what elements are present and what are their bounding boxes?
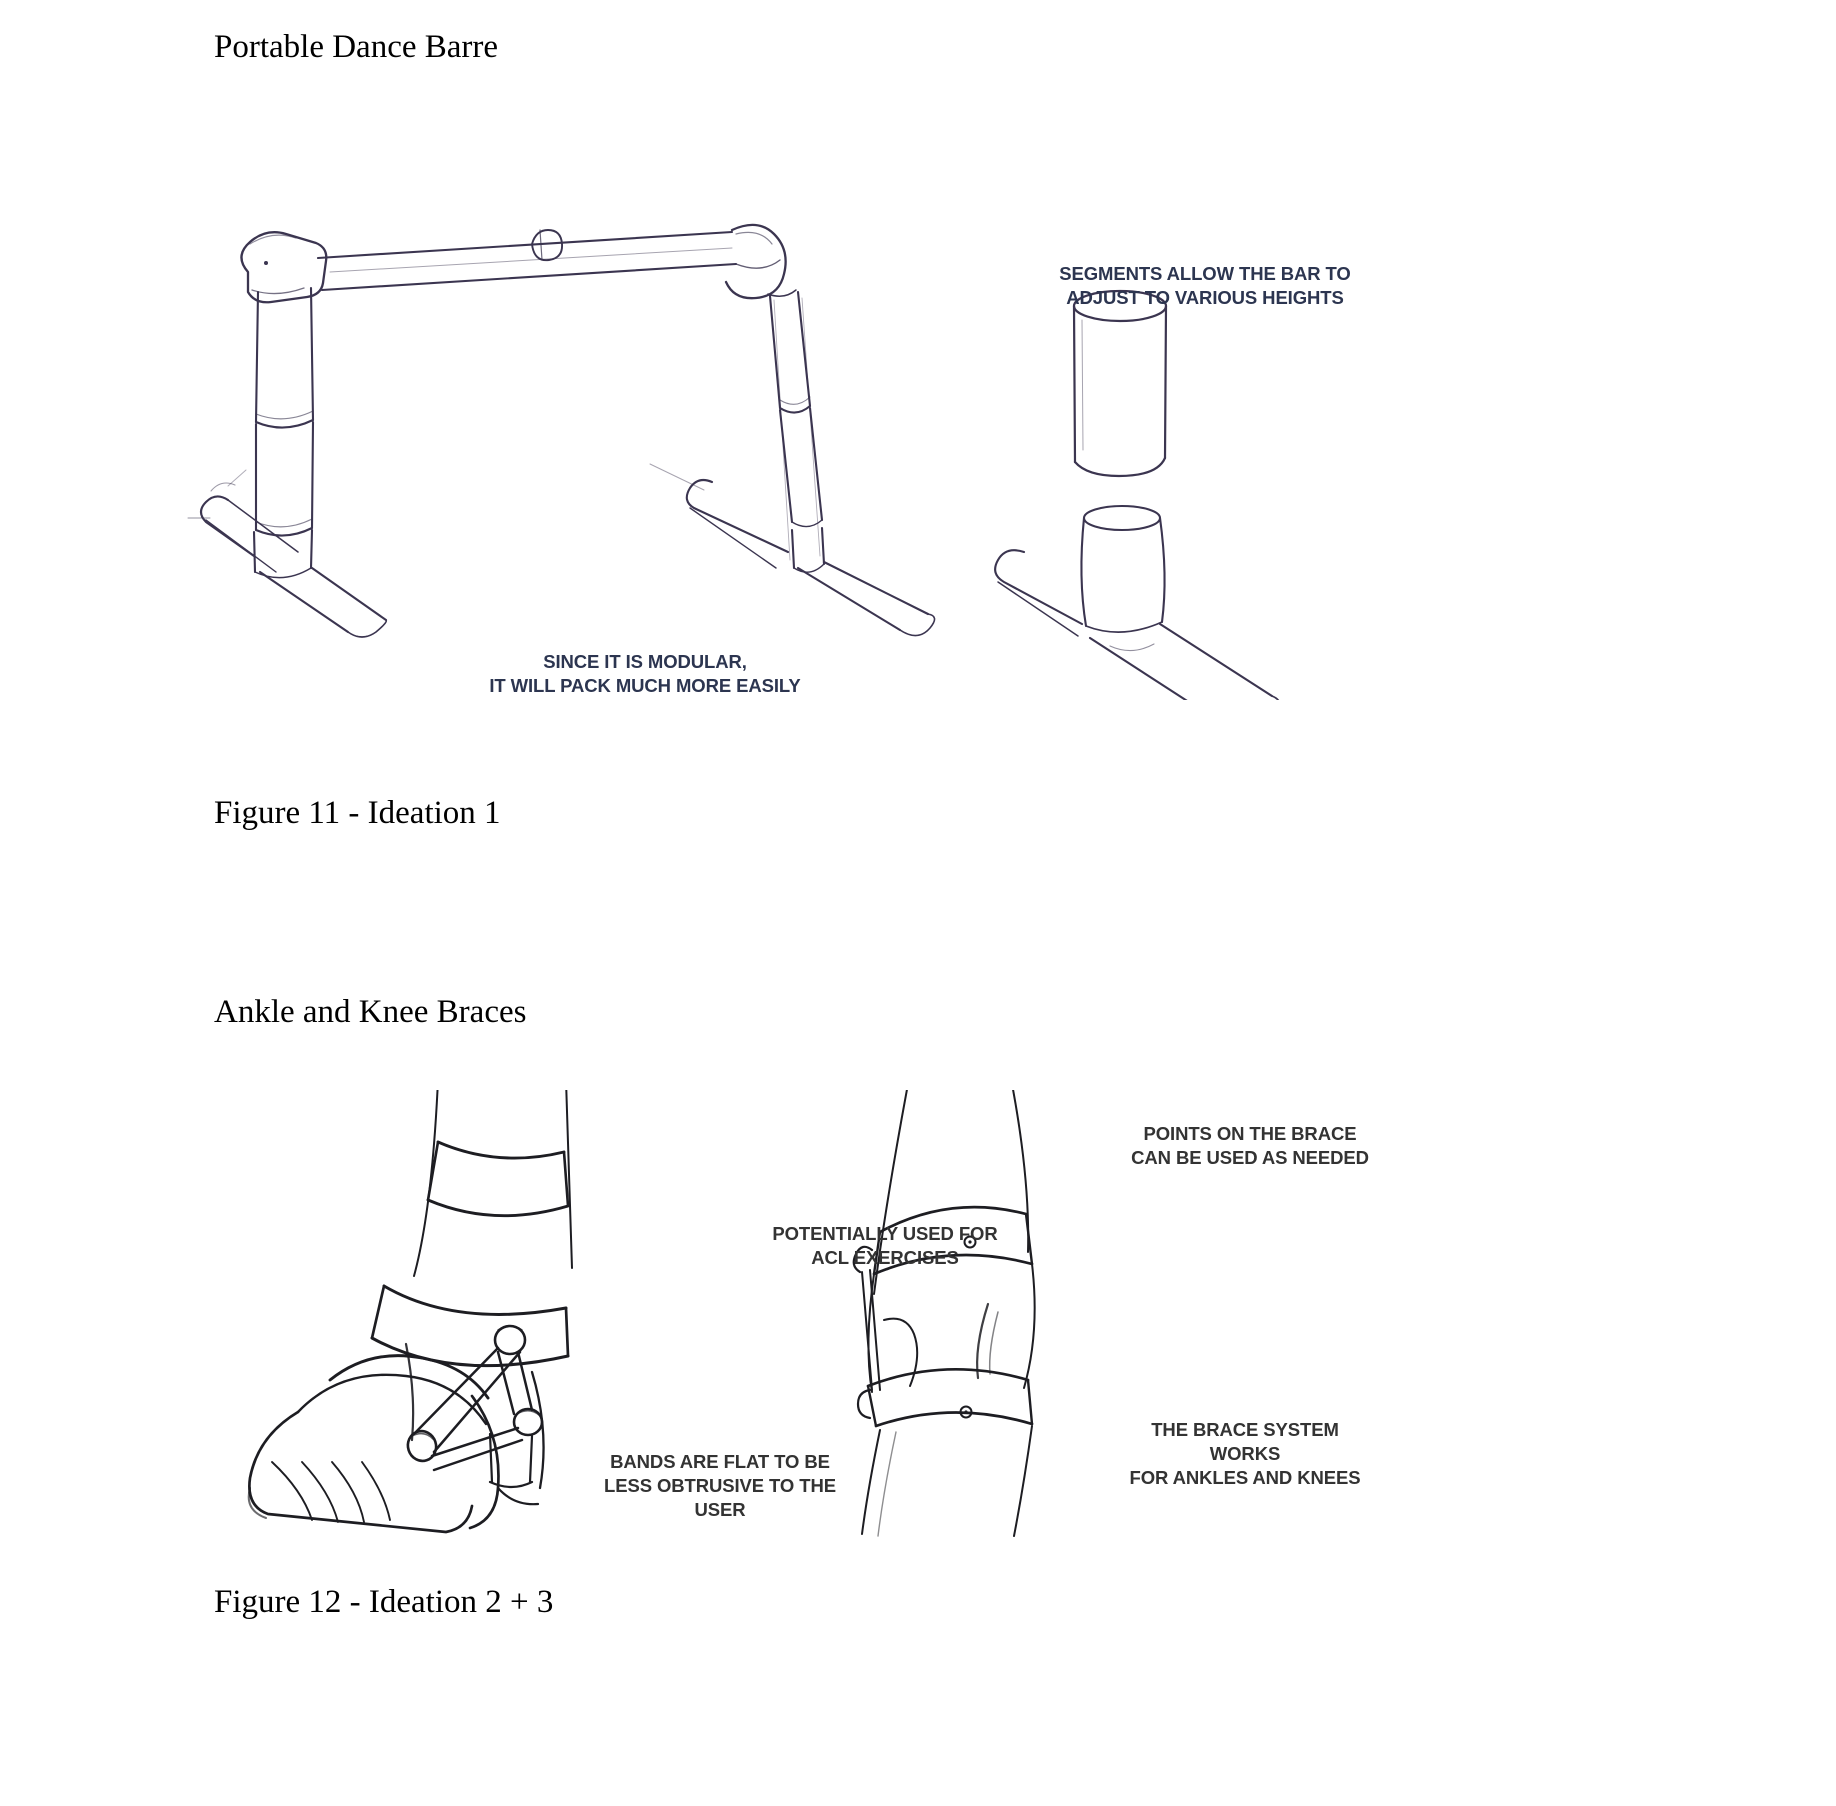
ankle-and-knee-brace-sketch (247, 1090, 1036, 1537)
figure-caption-11: Figure 11 - Ideation 1 (214, 795, 501, 831)
annotation-modular-packs-easily: SINCE IT IS MODULAR, IT WILL PACK MUCH M… (489, 651, 801, 697)
annotation-points-on-brace: POINTS ON THE BRACE CAN BE USED AS NEEDE… (1131, 1123, 1369, 1169)
portable-dance-barre-sketch (187, 223, 1280, 700)
figure-ideation-1-portable-dance-barre (180, 200, 1480, 700)
annotation-brace-system-ankles-knees: THE BRACE SYSTEM WORKS FOR ANKLES AND KN… (1129, 1419, 1361, 1489)
annotation-bands-are-flat: BANDS ARE FLAT TO BE LESS OBTRUSIVE TO T… (604, 1451, 836, 1521)
annotation-acl-exercises: POTENTIALLY USED FOR ACL EXERCISES (772, 1223, 998, 1269)
section-heading-portable-dance-barre: Portable Dance Barre (214, 29, 499, 65)
annotation-segments-adjust-heights: SEGMENTS ALLOW THE BAR TO ADJUST TO VARI… (1059, 263, 1351, 309)
figure-ideation-2-3-ankle-and-knee-braces (180, 1090, 1480, 1540)
section-heading-ankle-and-knee-braces: Ankle and Knee Braces (214, 994, 527, 1030)
figure-caption-12: Figure 12 - Ideation 2 + 3 (214, 1584, 554, 1620)
